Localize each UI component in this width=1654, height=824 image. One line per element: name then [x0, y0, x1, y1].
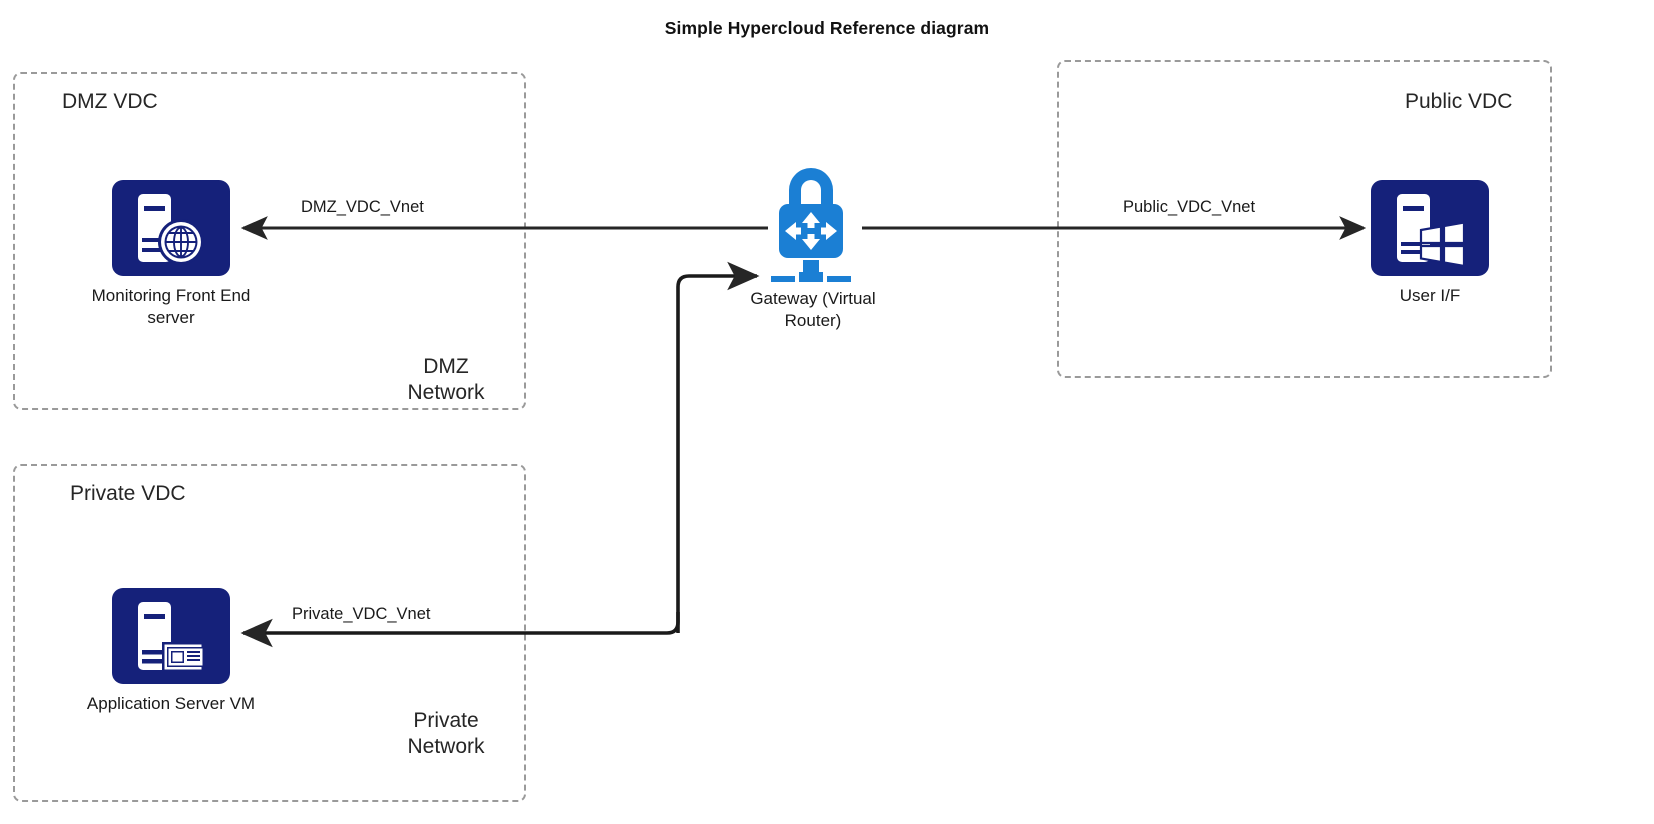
node-label-gateway: Gateway (Virtual Router)	[750, 289, 876, 330]
page-title: Simple Hypercloud Reference diagram	[664, 18, 990, 38]
connector-label-private-vnet: Private_VDC_Vnet	[292, 605, 431, 623]
node-label-user-if: User I/F	[1399, 286, 1461, 305]
connector-label-public-vnet: Public_VDC_Vnet	[1123, 198, 1256, 216]
zone-network-label-private: Private Network	[407, 709, 485, 759]
node-gateway[interactable]: Gateway (Virtual Router)	[750, 160, 876, 330]
gateway-router-lock-icon	[763, 160, 859, 290]
zone-dmz-vdc	[13, 72, 526, 410]
web-server-icon	[112, 180, 230, 276]
connector-label-dmz-vnet: DMZ_VDC_Vnet	[301, 198, 424, 216]
node-monitoring-front-end-server[interactable]: Monitoring Front End server	[92, 180, 291, 329]
windows-workstation-icon	[1371, 180, 1489, 276]
application-server-icon	[112, 588, 230, 684]
node-user-if[interactable]: User I/F	[1371, 180, 1550, 307]
zone-title-public-vdc: Public VDC	[1405, 90, 1513, 113]
zone-title-dmz-vdc: DMZ VDC	[62, 90, 158, 113]
node-label-application-server-vm: Application Server VM	[86, 694, 256, 713]
zone-title-private-vdc: Private VDC	[70, 482, 186, 505]
zone-network-label-dmz: DMZ Network	[407, 355, 485, 405]
node-application-server-vm[interactable]: Application Server VM	[87, 588, 291, 715]
zone-public-vdc	[1057, 60, 1552, 378]
node-label-monitoring-front-end-server: Monitoring Front End server	[91, 286, 251, 327]
